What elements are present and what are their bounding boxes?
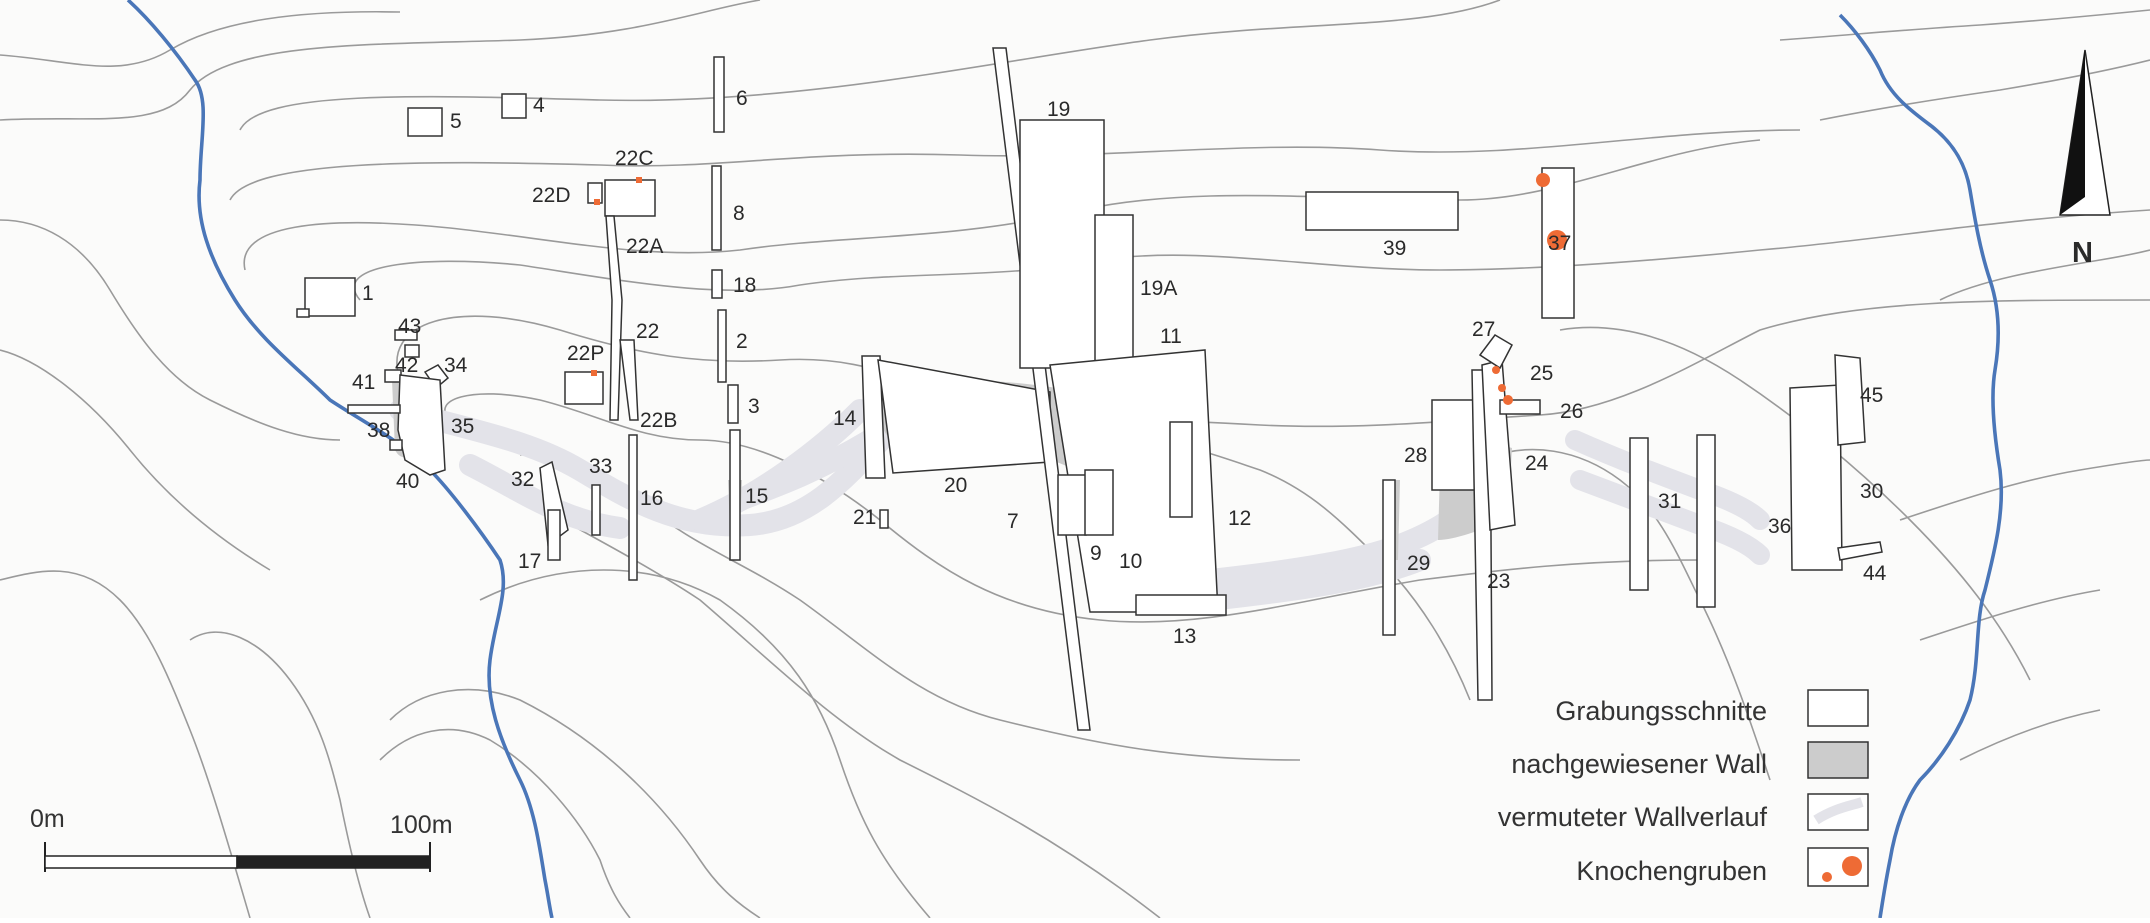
trench-label: 30 [1860, 480, 1883, 503]
trench-label: 2 [736, 330, 748, 353]
trench-label: 33 [589, 455, 612, 478]
north-label: N [2072, 237, 2093, 269]
trench-label: 4 [533, 94, 545, 117]
trench-label: 22C [615, 147, 654, 170]
trench-label: 1 [362, 282, 374, 305]
trench-label: 12 [1228, 507, 1251, 530]
trench-label: 22B [640, 409, 677, 432]
trench-label: 39 [1383, 237, 1406, 260]
trench-label: 22D [532, 184, 571, 207]
trench-label: 6 [736, 87, 748, 110]
trench-label: 22P [567, 342, 604, 365]
trench-label: 16 [640, 487, 663, 510]
trench-label: 10 [1119, 550, 1142, 573]
trench-label: 19 [1047, 98, 1070, 121]
legend-label-proven-wall: nachgewiesener Wall [1511, 749, 1767, 779]
trench-label: 15 [745, 485, 768, 508]
legend-label-presumed-wall: vermuteter Wallverlauf [1498, 802, 1768, 832]
trench-label: 9 [1090, 542, 1102, 565]
trench-label: 17 [518, 550, 541, 573]
trench-label: 41 [352, 371, 375, 394]
trench-label: 19A [1140, 277, 1177, 300]
trench-label: 13 [1173, 625, 1196, 648]
trench-label: 23 [1487, 570, 1510, 593]
trenches [296, 47, 1883, 731]
trench-label: 40 [396, 470, 419, 493]
trench-label: 42 [395, 354, 418, 377]
legend-swatch-proven-wall [1807, 741, 1869, 779]
trench-label: 3 [748, 395, 760, 418]
trench-label: 44 [1863, 562, 1887, 585]
legend-label-trenches: Grabungsschnitte [1555, 696, 1767, 726]
trench-label: 43 [398, 315, 421, 338]
trench-label: 45 [1860, 384, 1883, 407]
legend-swatch-trenches [1807, 689, 1869, 727]
trench-label: 8 [733, 202, 745, 225]
trench-label: 35 [451, 415, 474, 438]
trench-label: 32 [511, 468, 534, 491]
trench-label: 38 [367, 419, 390, 442]
trench-label: 7 [1007, 510, 1019, 533]
trench-label: 22A [626, 235, 663, 258]
trench-label: 20 [944, 474, 967, 497]
river-west [126, 0, 554, 919]
trench-label: 34 [444, 354, 468, 377]
trench-label: 14 [833, 407, 857, 430]
scale-start-label: 0m [30, 805, 65, 833]
river-east [1838, 13, 2004, 919]
bone-pits [591, 173, 1567, 405]
trench-labels: 1 2 3 4 5 6 7 8 9 10 11 12 13 14 15 16 1… [352, 87, 1887, 648]
scale-bar: 0m 100m [30, 805, 453, 872]
trench-label: 37 [1548, 232, 1571, 255]
trench-label: 21 [853, 506, 876, 529]
trench-label: 11 [1160, 325, 1182, 348]
legend-label-bone-pits: Knochengruben [1576, 856, 1767, 886]
trench-label: 26 [1560, 400, 1583, 423]
trench-label: 31 [1658, 490, 1681, 513]
trench-label: 25 [1530, 362, 1553, 385]
trench-label: 22 [636, 320, 659, 343]
north-arrow: N [2059, 49, 2111, 269]
trench-label: 27 [1472, 318, 1495, 341]
trench-label: 5 [450, 110, 462, 133]
trench-label: 18 [733, 274, 756, 297]
scale-end-label: 100m [390, 811, 453, 839]
trench-label: 24 [1525, 452, 1549, 475]
trench-label: 28 [1404, 444, 1427, 467]
trench-label: 36 [1768, 515, 1791, 538]
legend: Grabungsschnitte nachgewiesener Wall ver… [1498, 689, 1869, 887]
trench-label: 29 [1407, 552, 1430, 575]
presumed-wall [389, 399, 1770, 611]
